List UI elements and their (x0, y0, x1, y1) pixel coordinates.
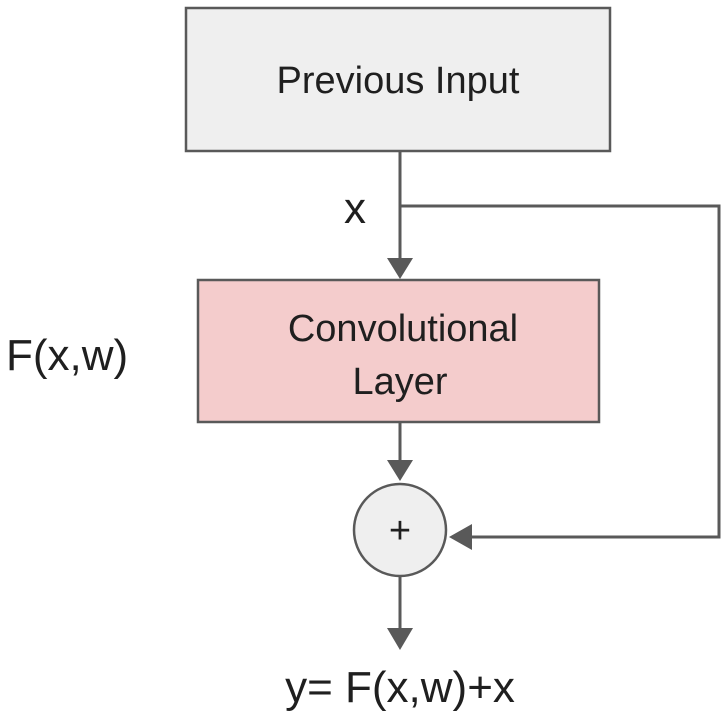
conv-layer-node: Convolutional Layer (196, 278, 601, 424)
output-label: y= F(x,w)+x (285, 663, 515, 712)
conv-layer-label-line1: Convolutional (288, 308, 518, 350)
edge-skip-connection (400, 204, 721, 550)
x-label: x (344, 184, 366, 233)
skip-connection-line (400, 204, 721, 539)
conv-layer-box (196, 278, 601, 424)
previous-input-node: Previous Input (184, 6, 612, 153)
previous-input-box (184, 6, 612, 153)
edge-conv-to-add (387, 422, 413, 481)
edge-input-to-conv-arrowhead (387, 258, 413, 279)
skip-connection-arrowhead (449, 524, 472, 550)
add-node: + (352, 482, 448, 578)
conv-layer-label-line2: Layer (352, 361, 447, 403)
edge-conv-to-add-arrowhead (387, 460, 413, 481)
edge-add-to-output-arrowhead (387, 628, 413, 650)
previous-input-label: Previous Input (277, 60, 520, 102)
function-label: F(x,w) (6, 331, 128, 380)
edge-input-to-conv (387, 151, 413, 279)
add-node-label: + (389, 510, 411, 552)
edge-add-to-output (387, 576, 413, 650)
